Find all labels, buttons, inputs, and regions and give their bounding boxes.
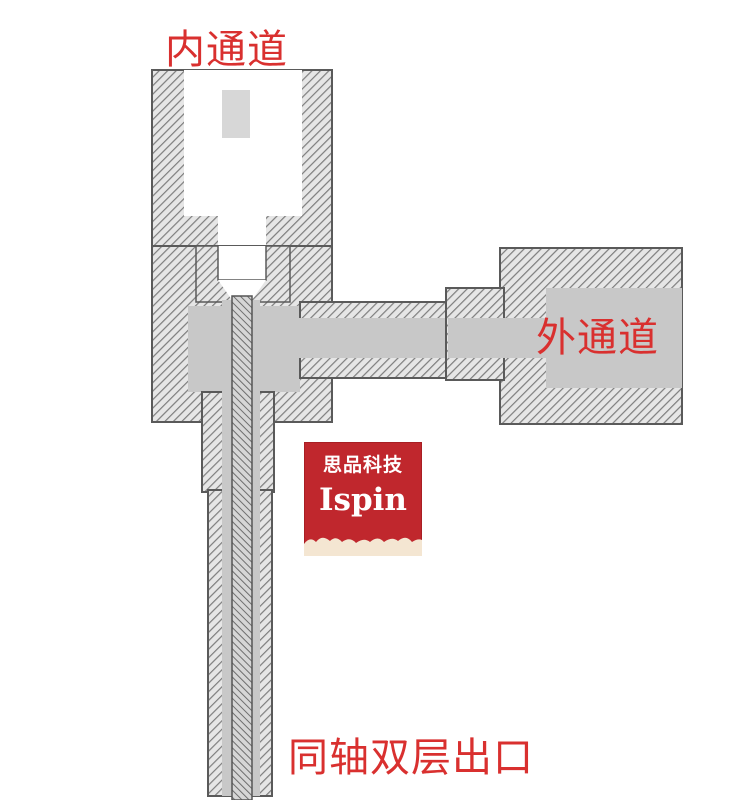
- inner-marker: [222, 90, 250, 138]
- outer-fitting-chamber: [546, 288, 682, 388]
- neck-cavity: [218, 246, 266, 280]
- cloud-decoration-icon: [304, 537, 422, 556]
- ispin-logo: 思品科技 Ispin: [304, 442, 422, 556]
- needle-entry: [218, 280, 266, 300]
- outer-channel-label: 外通道: [536, 315, 659, 361]
- coaxial-outlet-label: 同轴双层出口: [288, 735, 534, 781]
- side-tube-bore: [296, 318, 456, 358]
- inner-channel-label: 内通道: [165, 27, 288, 73]
- logo-english-text: Ispin: [319, 482, 407, 518]
- logo-chinese-text: 思品科技: [322, 454, 403, 476]
- outer-fitting-bore: [448, 318, 548, 358]
- inner-needle: [231, 295, 253, 801]
